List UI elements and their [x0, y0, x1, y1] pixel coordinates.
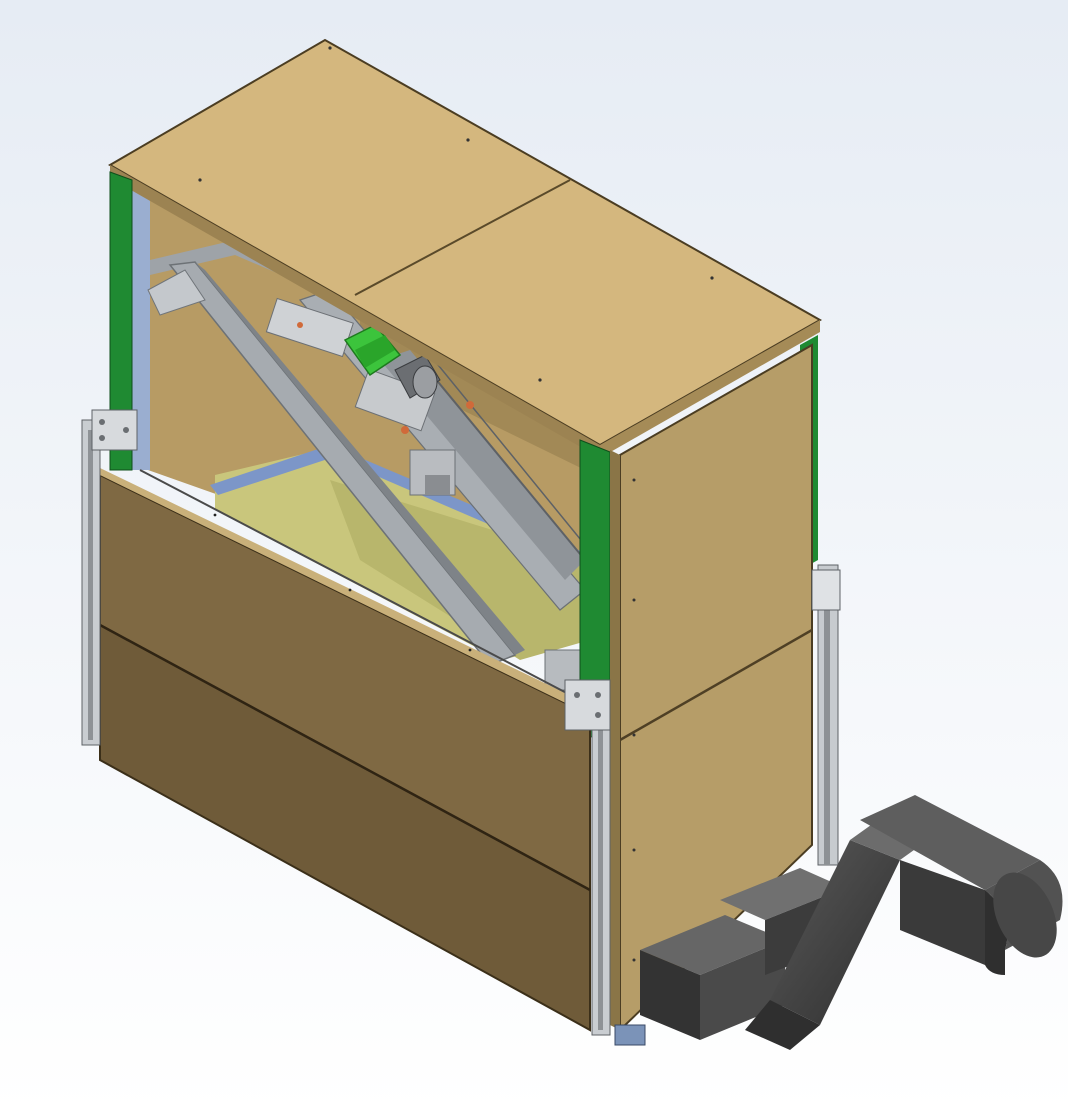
green-actuator: [343, 324, 441, 399]
gantry-mechanism: [147, 240, 590, 691]
top-panel: [107, 38, 823, 458]
right-side-panel: [610, 343, 813, 1033]
center-front-extrusion: [564, 679, 646, 1046]
left-front-extrusion: [81, 409, 138, 746]
exhaust-duct: [640, 795, 1063, 1050]
right-rear-extrusion: [811, 564, 841, 866]
